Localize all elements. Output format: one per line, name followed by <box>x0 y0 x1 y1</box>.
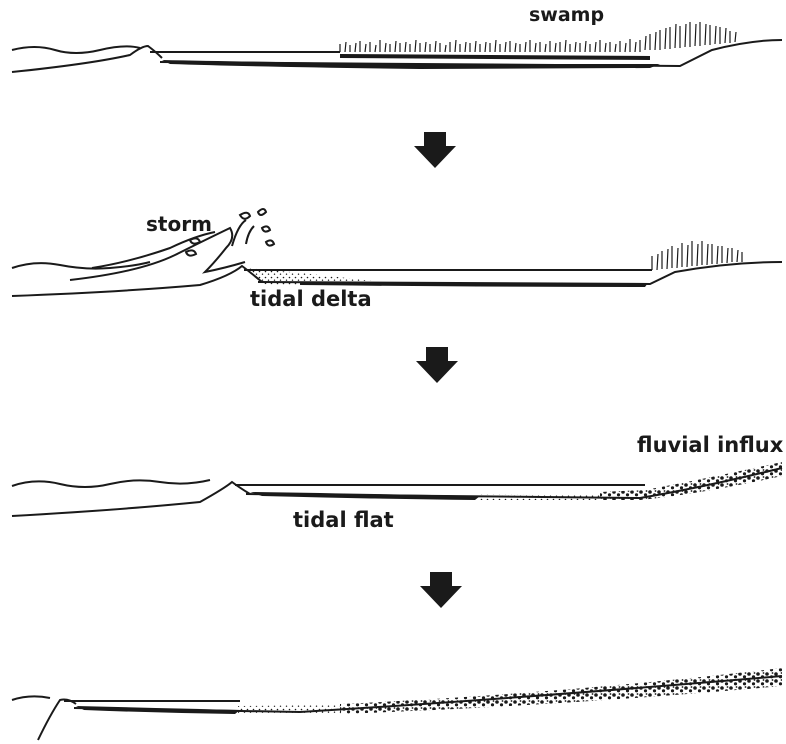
down-arrow-1 <box>414 132 456 168</box>
fluvial-gravel <box>600 462 782 500</box>
stage-3-panel <box>12 462 782 516</box>
stage-4-sea-surface <box>12 696 50 700</box>
storm-label: storm <box>146 212 212 236</box>
stage-1-mud <box>162 60 660 69</box>
stage-1-barrier <box>12 46 162 72</box>
stage-2-panel <box>12 209 782 296</box>
stage-4-gravel <box>340 668 782 714</box>
down-arrow-3 <box>420 572 462 608</box>
stage-4-barrier <box>38 700 76 741</box>
stage-1-panel <box>12 22 782 72</box>
tidal-delta-label: tidal delta <box>250 287 372 311</box>
swamp-label: swamp <box>529 4 604 26</box>
down-arrow-2 <box>416 347 458 383</box>
stage-3-sea-surface <box>12 480 210 487</box>
stage-2-barrier <box>12 266 262 296</box>
stage-2-swamp-vegetation <box>652 241 742 270</box>
fluvial-influx-label: fluvial influx <box>637 433 783 457</box>
stage-1-sea-surface <box>12 46 140 53</box>
tidal-flat-label: tidal flat <box>293 508 394 532</box>
swamp-vegetation <box>340 22 736 58</box>
stage-2-sea-surface <box>12 262 150 269</box>
stage-3-barrier <box>12 482 250 516</box>
stage-4-panel <box>12 668 782 740</box>
